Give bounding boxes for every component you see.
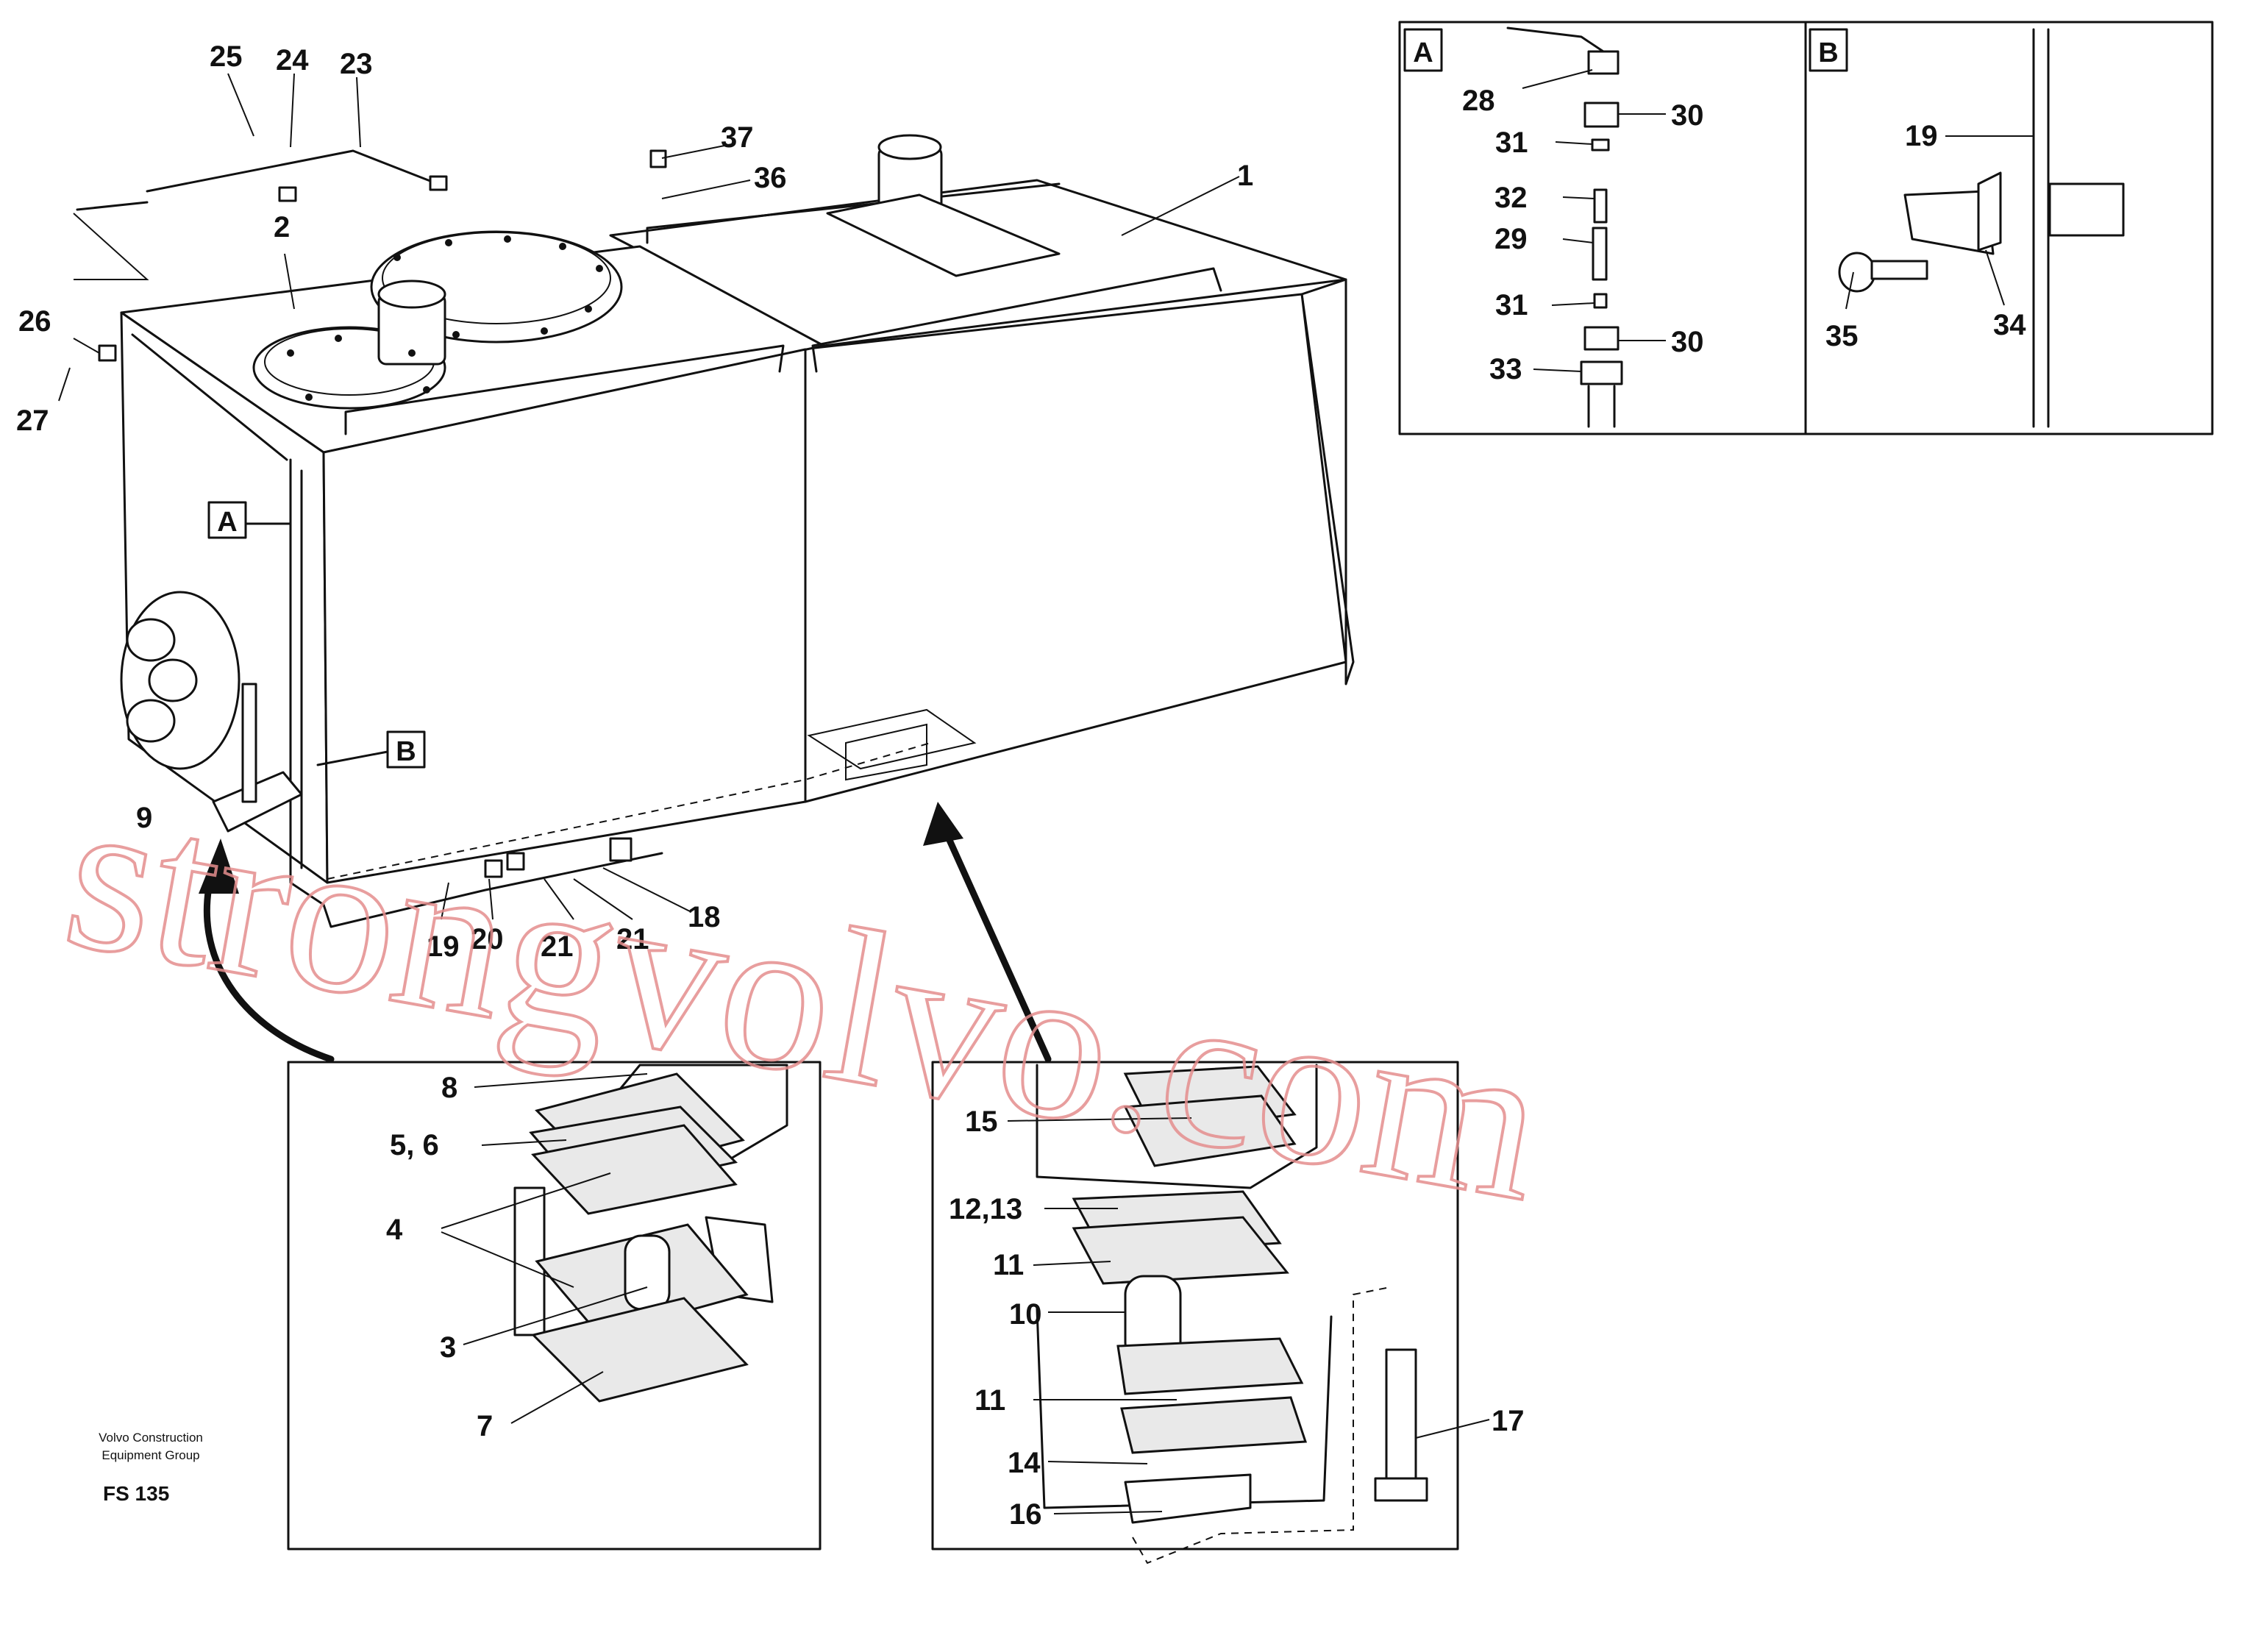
callouts: 1 2 25 24 23 26 27 37 36 9 19 20 21 21 1… [16,40,2026,1531]
reference-a-box: A [207,501,292,539]
callout-34: 34 [1993,309,2026,341]
detail-mount-left [287,1061,822,1550]
callout-1: 1 [1237,160,1253,192]
callout-2: 2 [274,211,290,243]
callout-10: 10 [1009,1298,1042,1331]
callout-12-13: 12,13 [949,1193,1022,1225]
callout-4: 4 [386,1214,403,1246]
callout-21: 21 [541,930,574,963]
callout-27: 27 [16,405,49,437]
callout-31a: 31 [1495,127,1528,159]
figure-code: FS 135 [103,1482,169,1505]
detail-arrow-left [203,864,335,1063]
callout-7: 7 [477,1410,493,1442]
callout-37: 37 [721,121,754,154]
arrow-head-left [199,839,239,894]
detail-panel-ab: A B [1398,21,2214,435]
callout-11b: 11 [975,1384,1005,1417]
callout-19: 19 [427,930,460,963]
callout-5-6: 5, 6 [390,1129,439,1161]
callout-25: 25 [210,40,243,73]
callout-31b: 31 [1495,289,1528,321]
detail-arrow-right [945,835,1052,1063]
company-line-1: Volvo Construction [99,1431,203,1445]
callout-20: 20 [471,923,504,955]
callout-24: 24 [276,44,309,76]
callout-32: 32 [1494,182,1528,214]
leader-lines [58,69,2034,1514]
detail-b-label: B [1818,38,1838,68]
callout-3: 3 [440,1331,456,1364]
hydraulic-tank-assembly [73,134,1355,928]
callout-17: 17 [1492,1405,1525,1437]
callout-33: 33 [1489,353,1522,385]
watermark: strongvolvo.com [49,747,1561,1249]
footer: Volvo Construction Equipment Group FS 13… [99,1431,203,1505]
callout-30a: 30 [1671,99,1704,132]
callout-26: 26 [18,305,51,338]
callout-16: 16 [1009,1498,1042,1531]
watermark-text: strongvolvo.com [51,748,1560,1247]
callout-23: 23 [340,48,373,80]
callout-30b: 30 [1671,326,1704,358]
callout-19b: 19 [1905,120,1938,152]
reference-a-label: A [217,507,237,538]
company-line-2: Equipment Group [101,1448,199,1462]
reference-b-box: B [316,730,426,769]
callout-8: 8 [441,1072,457,1104]
callout-36: 36 [754,162,787,194]
reference-b-label: B [396,736,416,767]
callout-29: 29 [1494,223,1528,255]
callout-28: 28 [1462,85,1495,117]
callout-21b: 21 [616,923,649,955]
callout-15: 15 [965,1106,998,1138]
callout-14: 14 [1008,1447,1041,1479]
callout-9: 9 [136,802,152,834]
callout-11a: 11 [993,1249,1024,1281]
detail-mount-right [931,1061,1459,1564]
callout-35: 35 [1825,320,1859,352]
callout-18: 18 [688,901,721,933]
arrow-head-right [923,802,963,846]
detail-a-label: A [1413,38,1433,68]
